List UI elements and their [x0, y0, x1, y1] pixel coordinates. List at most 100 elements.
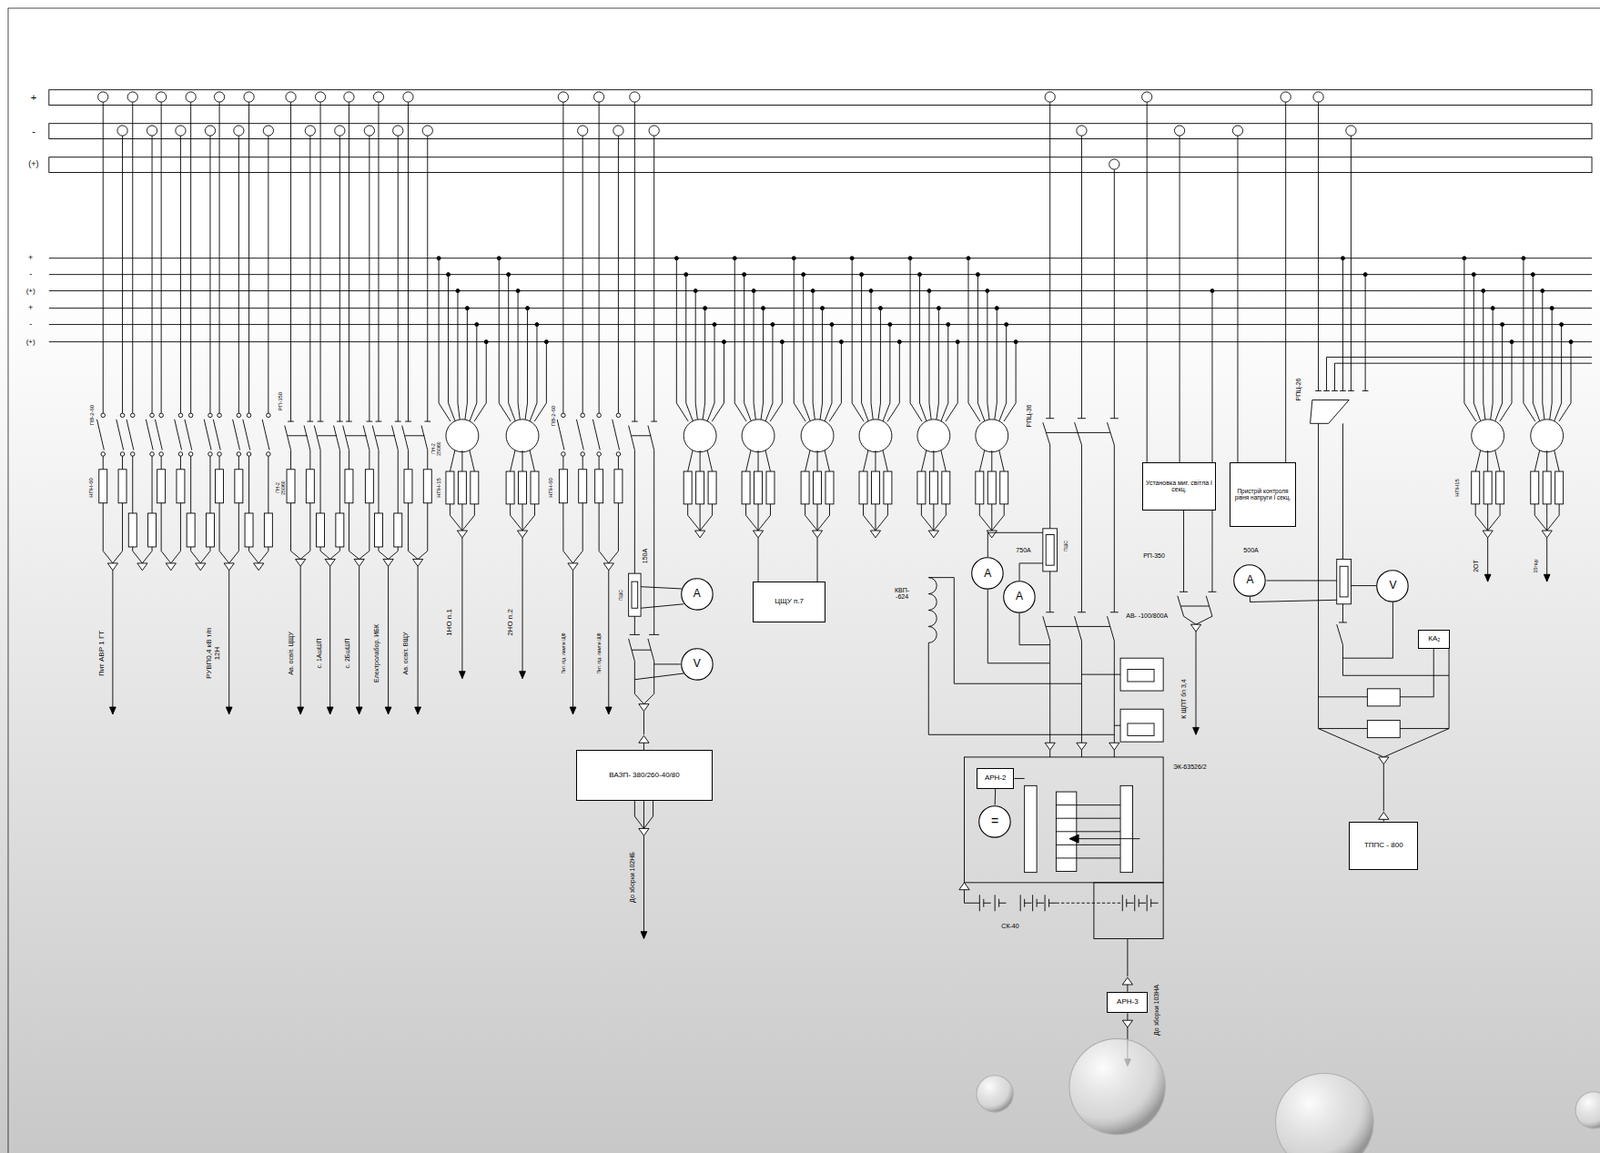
device-box: Пристрій контроля рівня напруги І секц.: [1229, 462, 1296, 527]
wire: [1019, 563, 1044, 581]
wire: [1134, 894, 1135, 912]
wire: [1492, 308, 1494, 404]
wire: [348, 503, 350, 552]
fuse-symbol: [558, 469, 568, 504]
wire: [320, 546, 322, 551]
wire: [1044, 894, 1046, 912]
wire: [248, 546, 250, 551]
wire: [714, 324, 716, 404]
shunt-symbol: [1043, 528, 1058, 572]
wire: [874, 450, 876, 472]
fuse-symbol: [305, 469, 314, 504]
wire: [180, 455, 182, 470]
wire: [248, 101, 250, 414]
wire: [994, 403, 998, 422]
wire: [465, 403, 468, 422]
wire: [407, 503, 409, 552]
fuse-symbol: [1555, 471, 1564, 505]
bus-tap: [1346, 125, 1357, 136]
contact: [266, 413, 271, 417]
arrow-head: [1193, 727, 1200, 735]
distribution-disc: [683, 419, 717, 453]
wire: [426, 503, 428, 552]
wire: [1326, 356, 1593, 358]
schematic-label: (+): [25, 337, 37, 346]
wire: [1076, 844, 1121, 846]
wire: [417, 566, 419, 715]
junction-triangle: [638, 704, 649, 712]
wire: [449, 504, 451, 516]
wire: [676, 403, 689, 422]
wire: [510, 450, 516, 472]
wire: [820, 403, 823, 422]
fuse-symbol: [696, 471, 705, 505]
tap-dot: [1530, 273, 1535, 277]
wire: [174, 419, 183, 451]
wire: [290, 101, 292, 422]
wire: [1126, 984, 1128, 993]
fuse-symbol: [176, 469, 185, 504]
wire: [758, 450, 760, 472]
wire: [829, 504, 831, 516]
tap-dot: [526, 306, 530, 311]
schematic-label: КВП- -624: [888, 587, 916, 601]
wire: [634, 616, 636, 635]
wire: [1071, 838, 1140, 840]
node-text: ТППС - 800: [1364, 841, 1404, 851]
wire: [161, 550, 172, 563]
schematic-label: НПН-60: [87, 476, 94, 499]
wire: [699, 515, 712, 531]
wire: [1399, 728, 1449, 730]
bus-tap: [127, 91, 138, 102]
bus-tap: [334, 125, 345, 136]
tap-dot: [820, 306, 825, 311]
wire: [991, 450, 993, 472]
wire: [449, 450, 455, 472]
schematic-label: +: [27, 253, 34, 264]
wire: [769, 504, 771, 516]
contact: [580, 452, 585, 456]
shunt-symbol: [628, 573, 641, 617]
contact: [131, 413, 135, 417]
contact: [131, 452, 135, 456]
wire: [1334, 363, 1336, 391]
wire: [634, 816, 644, 829]
wire: [758, 515, 770, 531]
wire: [1365, 274, 1367, 392]
wire: [290, 503, 292, 552]
junction-triangle: [165, 563, 176, 571]
wire: [652, 800, 654, 817]
wire: [1045, 626, 1111, 628]
wire: [1350, 135, 1352, 391]
wire: [1110, 417, 1119, 419]
junction-triangle: [1122, 977, 1133, 985]
node-text: A: [983, 567, 992, 580]
wire: [180, 503, 182, 552]
wire: [1559, 504, 1560, 516]
wire: [979, 450, 984, 472]
wire: [1049, 902, 1057, 904]
tap-dot: [985, 289, 990, 294]
wire: [829, 403, 841, 422]
wire: [758, 515, 760, 531]
schematic-label: До зборки 103НА: [1154, 983, 1162, 1037]
wire: [643, 693, 654, 704]
wire: [330, 550, 341, 559]
wire: [141, 550, 152, 563]
wire: [267, 455, 269, 514]
wire: [1546, 515, 1548, 531]
wire: [392, 425, 399, 451]
junction-triangle: [811, 530, 822, 538]
wire: [753, 403, 756, 422]
wire: [306, 421, 314, 423]
wire: [1522, 258, 1524, 404]
tap-dot: [1462, 256, 1467, 261]
wire: [1331, 390, 1338, 392]
wire: [397, 546, 399, 551]
fuse-symbol: [286, 469, 295, 504]
wire: [643, 742, 645, 750]
meter-circle: A: [680, 577, 714, 611]
distribution-disc: [506, 419, 539, 453]
wire: [1487, 504, 1489, 516]
